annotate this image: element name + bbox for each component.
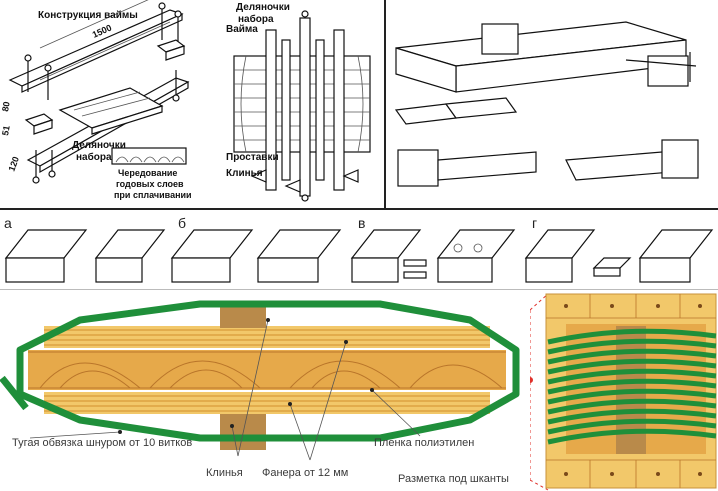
divider-bottom (0, 289, 718, 290)
label-parts-line2: набора (76, 151, 112, 163)
letter-a: а (4, 215, 12, 231)
plywood-top (44, 326, 490, 348)
plywood-bottom (44, 392, 490, 414)
cord-windings (547, 328, 717, 445)
label-spacers: Проставки (226, 152, 279, 163)
wedges (250, 169, 359, 193)
joint-g (524, 229, 714, 283)
letter-v: в (358, 215, 365, 231)
caption-line2: годовых слоев (116, 179, 184, 189)
panel-cord-tie-diagram: Тугая обвязка шнуром от 10 витков Клинья… (0, 290, 530, 491)
caption-line1: Чередование (118, 168, 177, 178)
panel-joint-types: а б в (0, 212, 718, 288)
panel-vaima-assembly: Вайма Деляночки набора Проставки Клинья (226, 0, 382, 208)
scarf-joint (394, 97, 518, 125)
dowel-marks (564, 304, 702, 476)
label-cord-tie: Тугая обвязка шнуром от 10 витков (12, 437, 192, 449)
label-mid-parts-1: Деляночки (236, 2, 290, 13)
joint-b (170, 229, 342, 283)
label-mid-parts-2: набора (238, 13, 274, 25)
panel-clamp-joints (384, 0, 718, 208)
dim-51: 51 (0, 125, 12, 137)
clamp-beam (395, 21, 697, 93)
glued-boards (28, 350, 506, 390)
red-marker (530, 377, 533, 383)
vaima-clamps (265, 17, 345, 197)
label-plywood: Фанера от 12 мм (262, 467, 348, 479)
cord-tie-loop (16, 300, 520, 442)
panel-top-view (530, 290, 718, 491)
label-bottom-wedges: Клинья (206, 467, 243, 479)
cord-tail (0, 375, 29, 411)
leader-lines (29, 319, 421, 461)
lap-joint-right (565, 139, 699, 181)
label-marking: Разметка под шканты (398, 473, 509, 485)
growth-rings-box (111, 147, 187, 165)
letter-g: г (532, 215, 537, 231)
panel-vaima-construction: 1500 80 51 120 Конструкция ваймы Деляноч… (0, 0, 226, 208)
vaima-top-bar (8, 9, 184, 93)
board-grid (546, 294, 716, 488)
divider-top (0, 208, 718, 210)
caption-line3: при сплачивании (114, 190, 192, 200)
label-film: Пленка полиэтилен (374, 437, 474, 449)
joint-a (4, 229, 166, 283)
dim-80: 80 (0, 101, 12, 113)
letter-b: б (178, 215, 186, 231)
label-parts-line1: Деляночки (72, 140, 126, 151)
leader-dots (118, 318, 374, 434)
growth-rings-pattern (115, 156, 185, 163)
wedge-block-top (220, 304, 266, 328)
label-mid-wedges: Клинья (226, 168, 263, 179)
joint-v (350, 229, 516, 283)
bolt-pins (24, 2, 182, 100)
lap-joint-left (397, 149, 537, 187)
title-vaima-construction: Конструкция ваймы (38, 10, 138, 21)
board-piece (58, 87, 164, 135)
label-vaima: Вайма (226, 24, 258, 35)
dim-120: 120 (6, 155, 21, 173)
